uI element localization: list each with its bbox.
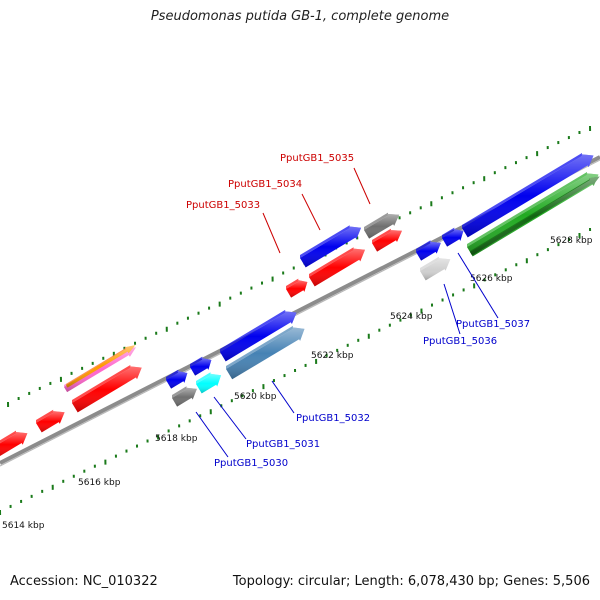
gene-arrow-5-shade [166, 370, 188, 389]
map-title: Pseudomonas putida GB-1, complete genome [150, 9, 450, 24]
gene-arrow-pputgb1_5035-shade [364, 213, 400, 239]
gene-arrow-2-shade [72, 366, 142, 413]
gene-arrow-pputgb1_5031-top [196, 372, 211, 384]
gene-arrow-13-top [300, 225, 350, 258]
tick-label-5614: 5614 kbp [2, 521, 45, 531]
gene-arrow-19 [462, 153, 594, 238]
gene-arrow-7 [220, 309, 297, 362]
gene-arrow-pputgb1_5032 [226, 325, 305, 380]
gene-arrow-4-shade [66, 345, 136, 388]
gene-arrow-1-top [36, 409, 54, 423]
tick-label-5616: 5616 kbp [78, 478, 121, 488]
gene-label-pputgb1_5036: PputGB1_5036 [423, 336, 497, 347]
gene-arrow-pputgb1_5030-shade [172, 387, 197, 407]
leader-line-pputgb1_5036 [443, 283, 461, 335]
gene-arrow-pputgb1_5030 [172, 386, 197, 407]
gene-arrow-13-shade [300, 226, 362, 268]
gene-arrow-pputgb1_5037-top [442, 227, 455, 238]
gene-arrow-0 [0, 430, 28, 457]
gene-arrow-0-shade [0, 431, 28, 457]
gene-arrow-pputgb1_5034-shade [309, 248, 365, 287]
gene-arrow-pputgb1_5036-top [420, 256, 439, 271]
gene-arrow-pputgb1_5037-shade [442, 228, 464, 247]
gene-arrow-20-top [467, 172, 587, 247]
gene-arrow-pputgb1_5031-shade [196, 373, 222, 394]
gene-arrow-6-shade [190, 357, 212, 376]
tick-label-5628: 5628 kbp [550, 236, 593, 246]
gene-label-pputgb1_5030: PputGB1_5030 [214, 458, 288, 469]
tick-label-5622: 5622 kbp [311, 351, 354, 361]
gene-arrow-4 [66, 345, 136, 388]
leader-line-pputgb1_5032 [271, 380, 295, 414]
leader-line-pputgb1_5034 [301, 193, 321, 231]
gene-arrow-2-top [72, 365, 131, 403]
gene-arrow-7-shade [220, 311, 297, 362]
tick-label-5624: 5624 kbp [390, 312, 433, 322]
gene-arrow-17-shade [416, 241, 441, 261]
leader-line-pputgb1_5030 [195, 411, 229, 458]
gene-arrow-pputgb1_5035 [364, 212, 400, 239]
leader-line-pputgb1_5031 [213, 396, 247, 440]
gene-arrow-6-top [190, 356, 203, 367]
gene-arrow-pputgb1_5036 [420, 256, 451, 281]
gene-arrow-pputgb1_5035-top [364, 212, 388, 230]
accession-text: Accession: NC_010322 [10, 574, 158, 589]
gene-arrow-pputgb1_5031 [196, 372, 222, 394]
tick-label-5626: 5626 kbp [470, 274, 513, 284]
gene-arrow-pputgb1_5033 [286, 278, 308, 298]
gene-label-pputgb1_5034: PputGB1_5034 [228, 179, 302, 190]
tick-label-5620: 5620 kbp [234, 392, 277, 402]
gene-arrow-19-top [462, 153, 582, 228]
gene-arrow-15 [372, 228, 402, 252]
gene-arrow-3-shade [64, 347, 136, 393]
gene-label-pputgb1_5032: PputGB1_5032 [296, 413, 370, 424]
gene-arrow-green-shadow-shade [470, 176, 600, 256]
gene-arrow-pputgb1_5030-top [172, 386, 187, 398]
gene-arrow-pputgb1_5037 [442, 227, 464, 247]
gene-arrow-19-shade [462, 154, 594, 238]
gene-arrow-pputgb1_5032-top [226, 325, 293, 369]
gene-label-pputgb1_5035: PputGB1_5035 [280, 153, 354, 164]
tick-label-5618: 5618 kbp [155, 434, 198, 444]
gene-arrow-green-shadow [470, 176, 600, 256]
gene-arrow-pputgb1_5033-shade [286, 279, 308, 298]
gene-arrow-4-top [66, 348, 126, 385]
gene-arrow-1 [36, 409, 65, 433]
gene-arrow-6 [190, 356, 212, 376]
gene-arrow-17-top [416, 240, 431, 252]
genome-summary-text: Topology: circular; Length: 6,078,430 bp… [232, 574, 590, 589]
gene-arrow-pputgb1_5036-shade [420, 258, 451, 281]
gene-arrow-15-shade [372, 230, 402, 252]
gene-arrow-5-top [166, 369, 179, 380]
gene-arrow-17 [416, 240, 441, 261]
leader-line-pputgb1_5037 [457, 252, 499, 319]
gene-label-pputgb1_5033: PputGB1_5033 [186, 200, 260, 211]
gene-label-pputgb1_5037: PputGB1_5037 [456, 319, 530, 330]
gene-arrow-15-top [372, 228, 391, 243]
gene-arrow-0-top [0, 430, 16, 444]
gene-arrow-green-shadow-top [470, 179, 590, 252]
gene-arrow-pputgb1_5032-shade [226, 327, 305, 380]
gene-arrow-1-shade [36, 411, 65, 433]
gene-arrow-7-top [220, 309, 286, 352]
leader-line-pputgb1_5033 [262, 212, 281, 254]
gene-arrow-13 [300, 225, 362, 268]
gene-arrow-2 [72, 365, 142, 413]
gene-arrow-5 [166, 369, 188, 389]
gene-arrow-pputgb1_5033-top [286, 278, 299, 289]
gene-label-pputgb1_5031: PputGB1_5031 [246, 439, 320, 450]
gene-arrow-pputgb1_5034-top [309, 247, 354, 277]
gene-arrow-pputgb1_5034 [309, 247, 365, 287]
leader-line-pputgb1_5035 [353, 167, 371, 205]
